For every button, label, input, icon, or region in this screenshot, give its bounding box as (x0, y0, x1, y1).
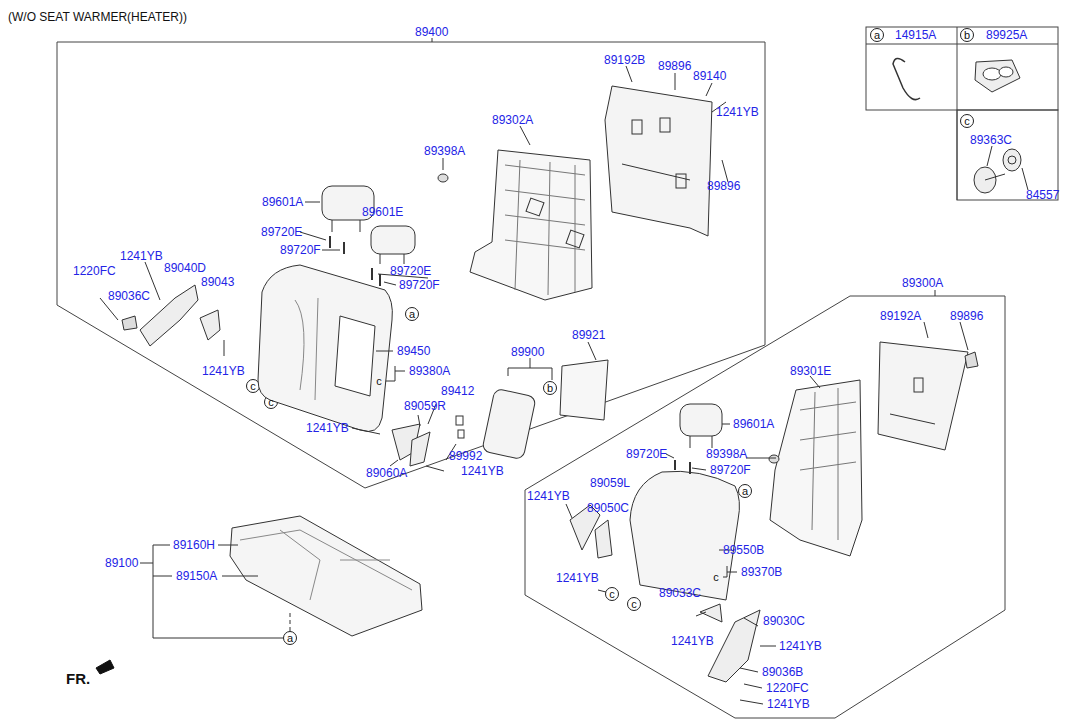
part-number: 89033C (659, 586, 701, 600)
part-number: 89720F (710, 463, 751, 477)
part-number: 1241YB (779, 639, 822, 653)
part-number: 89302A (492, 113, 533, 127)
part-number: 89363C (970, 133, 1012, 147)
part-number: 84557 (1026, 188, 1059, 202)
part-number: 89601E (362, 205, 403, 219)
part-number: 89059R (404, 399, 446, 413)
part-number: 89720F (399, 278, 440, 292)
callout-letter: c (960, 114, 974, 128)
part-number: 89720E (261, 225, 302, 239)
part-number: 89601A (733, 417, 774, 431)
callout-letter: a (283, 631, 297, 645)
part-number: 89036B (762, 665, 803, 679)
part-number: 1241YB (767, 697, 810, 711)
part-number: 89896 (658, 59, 691, 73)
callout-letter: a (738, 484, 752, 498)
callout-letter: b (543, 381, 557, 395)
part-number: 1241YB (202, 364, 245, 378)
diagram-title: (W/O SEAT WARMER(HEATER)) (8, 10, 187, 24)
part-number: 1241YB (716, 105, 759, 119)
part-number: 89060A (366, 466, 407, 480)
part-number: 89398A (424, 144, 465, 158)
part-number: 1241YB (527, 489, 570, 503)
part-number: 89380A (409, 364, 450, 378)
callout-letter: c (246, 379, 260, 393)
front-direction-mark: FR. (66, 672, 90, 686)
part-number: 89043 (201, 275, 234, 289)
part-number: 89412 (441, 384, 474, 398)
part-number: 89720E (626, 447, 667, 461)
part-number: 89160H (173, 538, 215, 552)
part-number: 14915A (895, 28, 936, 42)
part-number: 1241YB (461, 464, 504, 478)
part-number: 1220FC (73, 264, 116, 278)
part-number: 89992 (449, 449, 482, 463)
part-number: 89921 (572, 328, 605, 342)
part-number: 89896 (950, 309, 983, 323)
callout-letter: c (605, 587, 619, 601)
part-number: 1241YB (306, 421, 349, 435)
part-number: 89059L (590, 476, 630, 490)
part-number: 89040D (164, 261, 206, 275)
callout-letter: c (627, 597, 641, 611)
part-number: 89900 (511, 345, 544, 359)
callout-letter: a (405, 307, 419, 321)
part-number: 89550B (723, 543, 764, 557)
part-number: 89720F (280, 243, 321, 257)
part-number: 89450 (397, 344, 430, 358)
part-number: 89301E (790, 364, 831, 378)
part-number: 89300A (902, 276, 943, 290)
part-number: 89192B (604, 53, 645, 67)
part-number: 89100 (105, 556, 138, 570)
part-number: 89398A (706, 447, 747, 461)
callout-letter: a (870, 28, 884, 42)
part-number: 89925A (986, 28, 1027, 42)
part-number: 1241YB (671, 634, 714, 648)
part-number: 1241YB (120, 249, 163, 263)
part-number: 1220FC (766, 681, 809, 695)
part-number: 89140 (693, 69, 726, 83)
callout-letter: c (709, 570, 723, 584)
part-number: 89400 (415, 25, 448, 39)
callout-letter: c (372, 374, 386, 388)
part-number: 89601A (262, 195, 303, 209)
part-number: 89896 (707, 179, 740, 193)
part-number: 89370B (741, 565, 782, 579)
part-number: 89030C (763, 614, 805, 628)
callout-letter: b (960, 28, 974, 42)
part-number: 89036C (108, 289, 150, 303)
part-number: 89192A (880, 309, 921, 323)
part-number: 89150A (176, 569, 217, 583)
callout-letter: c (264, 395, 278, 409)
part-number: 1241YB (556, 571, 599, 585)
part-number: 89720E (390, 264, 431, 278)
part-number: 89050C (587, 501, 629, 515)
